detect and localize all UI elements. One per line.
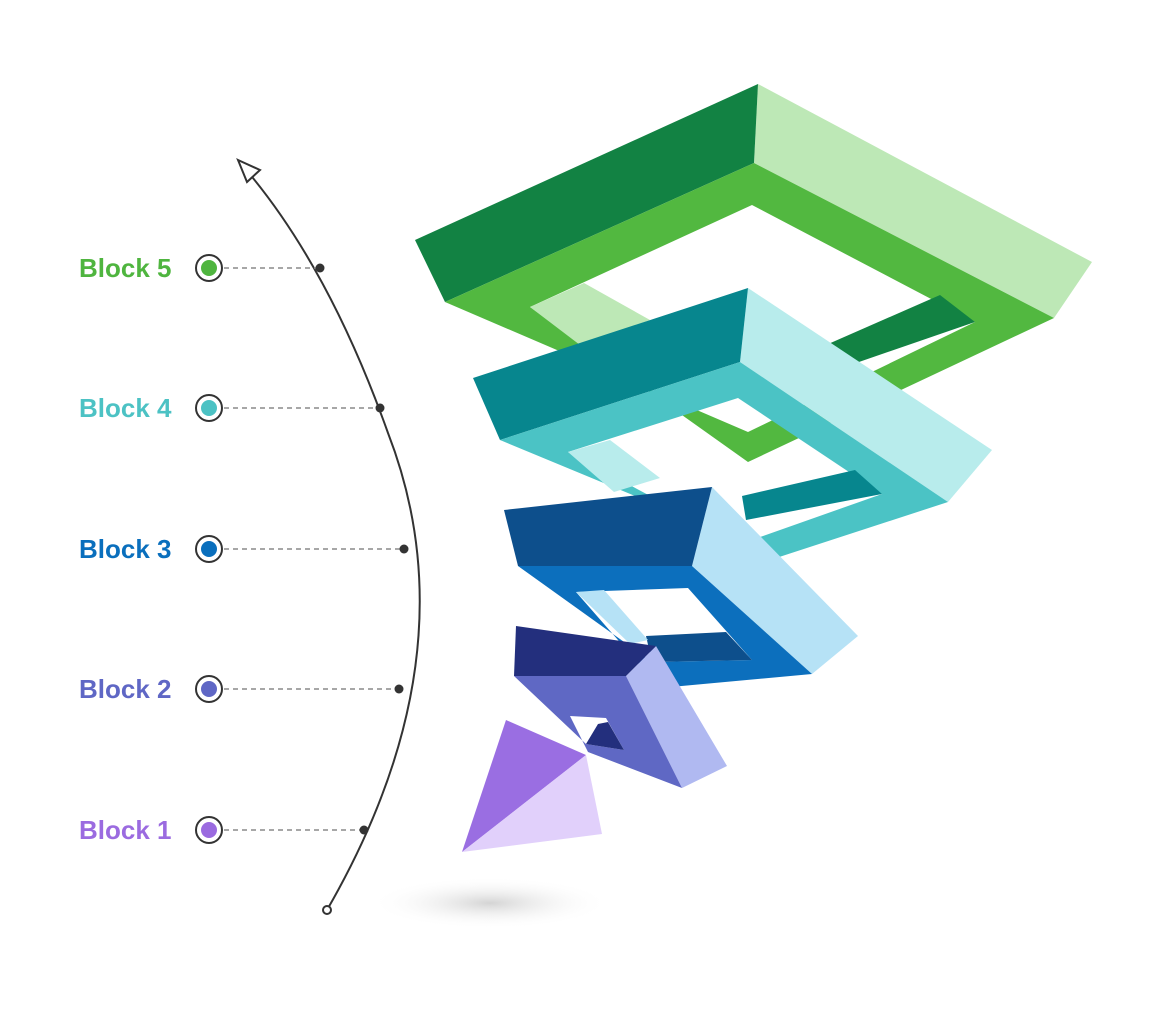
block-5-axis-dot: [315, 263, 325, 273]
block-1-axis-dot: [359, 825, 369, 835]
block-1-left-face: [462, 720, 586, 852]
block-3-back-face: [504, 487, 712, 566]
block-5-label: Block 5: [79, 253, 172, 283]
axis-arrowhead-icon: [236, 158, 262, 184]
block-5-shape: [415, 84, 1092, 462]
block-1-shape: [462, 720, 602, 852]
block-3-axis-dot: [399, 544, 409, 554]
block-2-dot-icon: [201, 681, 217, 697]
block-2-axis-dot: [394, 684, 404, 694]
block-4-dot-icon: [201, 400, 217, 416]
block-1-right-face: [462, 755, 602, 852]
block-4-rim: [500, 362, 948, 560]
block-4-inner-wall-left: [568, 440, 660, 492]
block-3-top-face: [692, 487, 858, 674]
block-2-inner-wall: [586, 722, 624, 750]
axis-start-dot: [322, 905, 332, 915]
block-3-inner-wall-left: [576, 590, 648, 644]
block-5-dot-icon: [201, 260, 217, 276]
block-5-inner-wall-left: [530, 283, 650, 345]
block-3-label: Block 3: [79, 534, 172, 564]
block-4-axis-dot: [375, 403, 385, 413]
floor-shadow: [370, 877, 610, 929]
block-5-inner-wall-right: [810, 295, 975, 372]
block-labels: Block 5 Block 4 Block 3 Block 2 Block 1: [79, 253, 409, 845]
block-2-shape: [514, 626, 727, 788]
block-4-back-face: [473, 288, 748, 440]
block-4-label: Block 4: [79, 393, 172, 423]
timeline-axis: [247, 171, 421, 911]
block-3-inner-wall-right: [646, 632, 752, 662]
block-2-label: Block 2: [79, 674, 172, 704]
block-2-back-face: [514, 626, 656, 676]
block-4-shape: [473, 288, 992, 560]
block-4-inner-wall-right: [742, 470, 882, 520]
block-2-rim: [514, 676, 682, 788]
block-3-dot-icon: [201, 541, 217, 557]
block-5-rim: [445, 163, 1054, 462]
block-1-dot-icon: [201, 822, 217, 838]
block-5-top-face: [754, 84, 1092, 318]
block-2-top-face: [626, 646, 727, 788]
block-1-label: Block 1: [79, 815, 172, 845]
block-5-back-face: [415, 84, 758, 302]
block-4-top-face: [740, 288, 992, 502]
